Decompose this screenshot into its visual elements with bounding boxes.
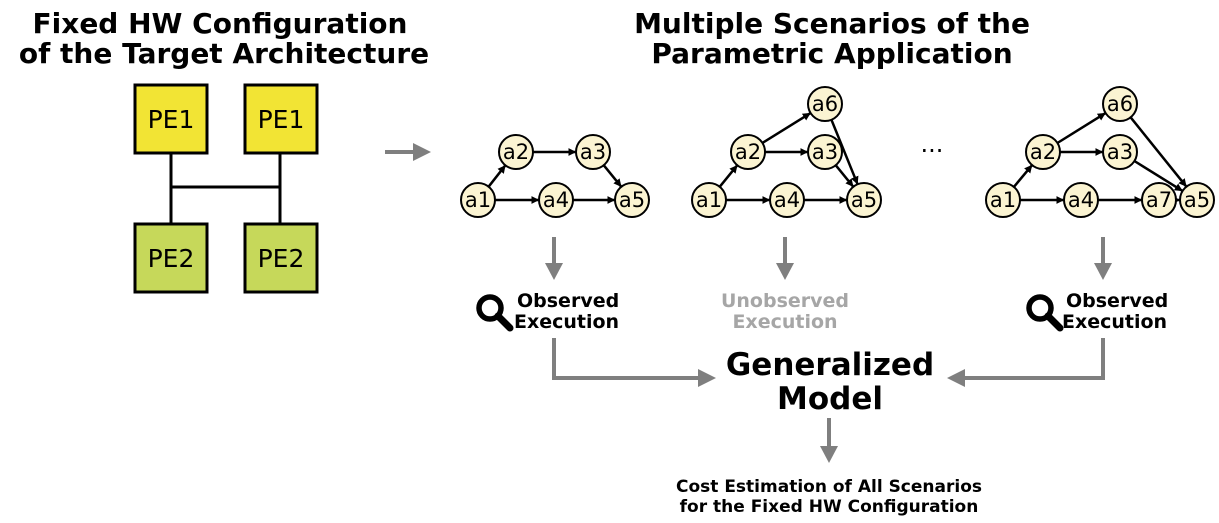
graph-node-label: a2: [1030, 140, 1056, 164]
graph-node-a3: a3: [575, 134, 611, 170]
graph-node-label: a6: [1107, 92, 1133, 116]
graph-node-a2: a2: [498, 134, 534, 170]
scenario-graphs: a1 a2 a3 a4 a5 a1 a2 a3 a4 a5 a6 a1 a2 a3 a4 a5 a6 a7: [460, 86, 1215, 218]
cost-estimation: Cost Estimation of All Scenarios for the…: [676, 477, 982, 517]
graph-node-a1: a1: [460, 182, 496, 218]
graph-node-label: a3: [812, 140, 838, 164]
graph-node-label: a1: [990, 188, 1016, 212]
graph-node-label: a1: [696, 188, 722, 212]
model-to-cost-arrow: [820, 418, 838, 463]
graph-node-a2: a2: [730, 134, 766, 170]
execution-line2: Execution: [1062, 311, 1167, 333]
pe-box-pe1-left: PE1: [133, 83, 209, 155]
graph-down-arrows: [545, 237, 1112, 280]
graph-node-label: a4: [543, 188, 569, 212]
generalized-model: Generalized Model: [726, 347, 934, 417]
graph-node-a6: a6: [807, 86, 843, 122]
graph-node-a4: a4: [769, 182, 805, 218]
observed-to-model-arrow-left: [552, 338, 716, 387]
left-title-line2: of the Target Architecture: [19, 37, 429, 70]
execution-line2: Execution: [514, 311, 619, 333]
pe-label: PE1: [148, 105, 195, 134]
edge-a1-a2: [487, 164, 507, 188]
graph-node-a1: a1: [985, 182, 1021, 218]
cost-line1: Cost Estimation of All Scenarios: [676, 477, 982, 497]
graph-node-a4: a4: [538, 182, 574, 218]
execution-line2: Execution: [732, 311, 837, 333]
hw-interconnect: [169, 154, 282, 224]
left-title-line1: Fixed HW Configuration: [33, 7, 408, 40]
graph-node-label: a1: [465, 188, 491, 212]
magnifier-icon: [476, 294, 514, 332]
edge-a1-a2: [718, 164, 738, 188]
pe-box-pe1-right: PE1: [243, 83, 319, 155]
graph-node-a5: a5: [846, 182, 882, 218]
execution-line1: Unobserved: [721, 290, 849, 312]
scenario-graph-1: a1 a2 a3 a4 a5: [460, 134, 650, 218]
graph-node-a3: a3: [1102, 134, 1138, 170]
execution-unobserved: Unobserved Execution: [721, 290, 849, 333]
graph-node-label: a6: [812, 92, 838, 116]
pe-label: PE2: [148, 244, 195, 273]
edge-a2-a6: [761, 112, 811, 145]
graph-node-label: a5: [1184, 188, 1210, 212]
graph-node-a7: a7: [1141, 182, 1177, 218]
magnifier-icon: [1026, 294, 1064, 332]
model-line2: Model: [777, 381, 883, 417]
left-title: Fixed HW Configuration of the Target Arc…: [19, 7, 429, 70]
edge-a1-a2: [1012, 164, 1033, 188]
observed-to-model-arrow-right: [947, 338, 1105, 387]
graph-node-a4: a4: [1063, 182, 1099, 218]
edge-a3-a5: [602, 164, 622, 188]
execution-line1: Observed: [1066, 290, 1168, 312]
graph-node-label: a5: [851, 188, 877, 212]
edge-a6-a5: [830, 119, 859, 185]
graph-node-label: a4: [1068, 188, 1094, 212]
edge-a2-a6: [1056, 112, 1106, 145]
down-arrow-scenario-3: [1094, 237, 1112, 280]
cost-line2: for the Fixed HW Configuration: [680, 497, 979, 517]
right-title-line2: Parametric Application: [651, 37, 1012, 70]
model-line1: Generalized: [726, 347, 934, 383]
pe-box-pe2-right: PE2: [243, 222, 319, 294]
graph-node-label: a7: [1146, 188, 1172, 212]
graph-node-label: a2: [503, 140, 529, 164]
pe-label: PE1: [258, 105, 305, 134]
graph-node-a6: a6: [1102, 86, 1138, 122]
ellipsis: ...: [921, 130, 944, 158]
edge-a3-a5: [834, 164, 854, 188]
execution-observed-2: Observed Execution: [1026, 290, 1168, 333]
pe-box-pe2-left: PE2: [133, 222, 209, 294]
graph-node-a3: a3: [807, 134, 843, 170]
scenario-graph-3: a1 a2 a3 a4 a5 a6 a7: [985, 86, 1215, 218]
down-arrow-scenario-1: [545, 237, 563, 280]
graph-node-a1: a1: [691, 182, 727, 218]
scenario-graph-2: a1 a2 a3 a4 a5 a6: [691, 86, 882, 218]
graph-node-label: a2: [735, 140, 761, 164]
graph-node-label: a3: [580, 140, 606, 164]
graph-node-a2: a2: [1025, 134, 1061, 170]
hw-configuration: PE1 PE1 PE2 PE2: [133, 83, 319, 294]
hw-to-scenarios-arrow: [385, 143, 431, 161]
execution-observed-1: Observed Execution: [476, 290, 619, 333]
graph-node-label: a4: [774, 188, 800, 212]
edge-a3-a5: [1133, 159, 1183, 192]
down-arrow-scenario-2: [776, 237, 794, 280]
right-title: Multiple Scenarios of the Parametric App…: [634, 7, 1030, 70]
edge-a6-a5: [1129, 116, 1188, 188]
pe-label: PE2: [258, 244, 305, 273]
graph-node-label: a3: [1107, 140, 1133, 164]
graph-node-label: a5: [619, 188, 645, 212]
execution-line1: Observed: [517, 290, 619, 312]
graph-node-a5: a5: [614, 182, 650, 218]
right-title-line1: Multiple Scenarios of the: [634, 7, 1030, 40]
graph-node-a5: a5: [1179, 182, 1215, 218]
